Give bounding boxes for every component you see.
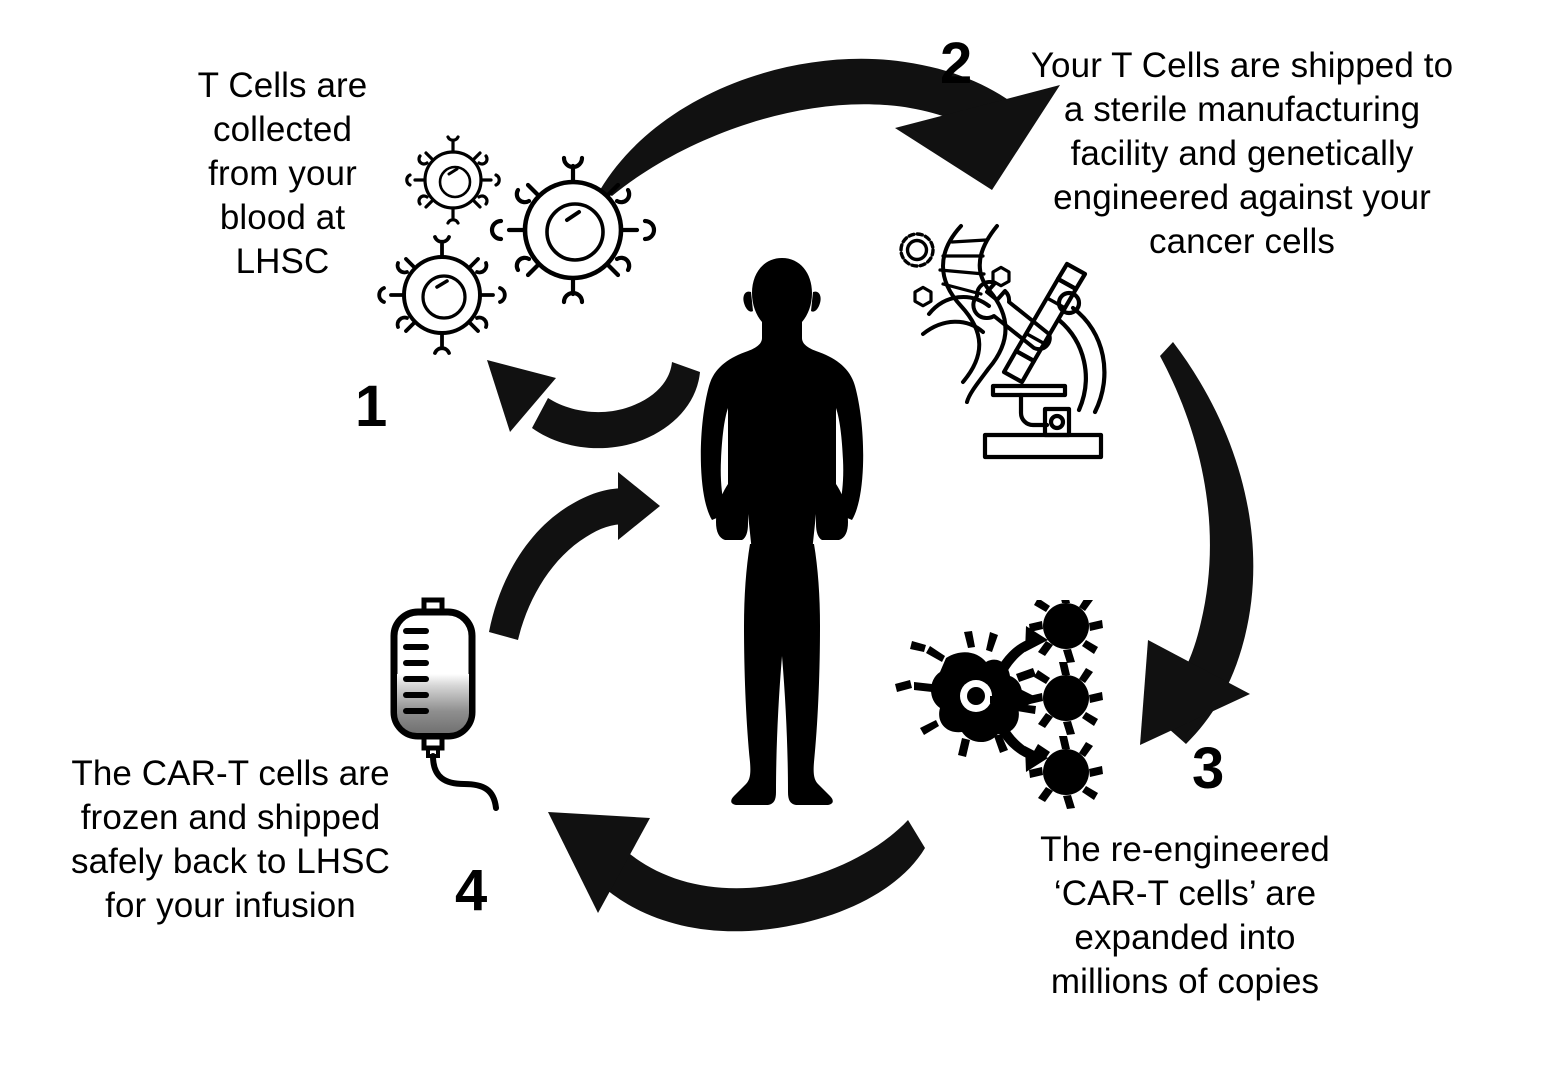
patient-silhouette <box>672 252 892 812</box>
step-3-number: 3 <box>1192 736 1225 801</box>
step-1-number: 1 <box>355 374 388 439</box>
daughter-cells <box>1029 590 1103 809</box>
step-4-number: 4 <box>455 858 488 923</box>
step-4-text: The CAR-T cells are frozen and shipped s… <box>71 754 390 925</box>
dna-microscope-icon <box>893 222 1133 472</box>
wrench-icon <box>971 280 1052 352</box>
iv-bag-icon <box>372 592 552 822</box>
expansion-arrows <box>990 626 1048 772</box>
arrow-step2-to-step3 <box>1140 342 1254 745</box>
cell-expansion-icon <box>890 590 1120 820</box>
arrow-step3-to-step4 <box>548 812 925 932</box>
step-2-text: Your T Cells are shipped to a sterile ma… <box>1030 46 1454 261</box>
step-2-number: 2 <box>940 31 973 96</box>
step-3-text: The re-engineered ‘CAR-T cells’ are expa… <box>1040 830 1330 1001</box>
step-1-text: T Cells are collected from your blood at… <box>197 66 368 281</box>
t-cells-icon <box>370 130 670 380</box>
gear-icon <box>899 232 935 268</box>
microscope-icon <box>982 261 1107 460</box>
